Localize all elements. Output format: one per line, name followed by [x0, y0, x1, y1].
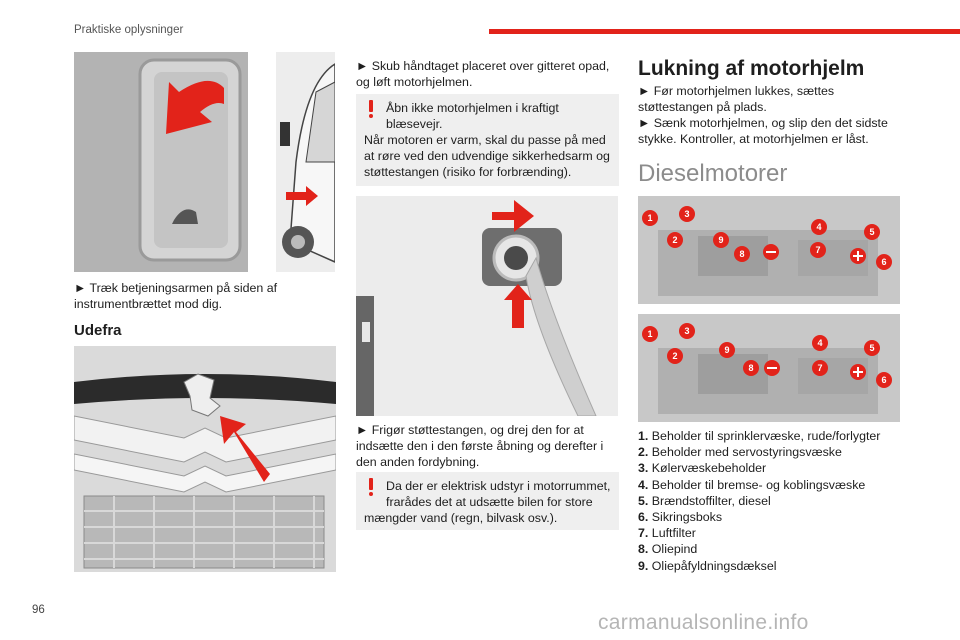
legend-item: 2. Beholder med servostyringsvæske [638, 445, 842, 460]
heading-outside: Udefra [74, 322, 122, 339]
van-side-photo [276, 52, 335, 272]
svg-text:8: 8 [748, 363, 753, 373]
svg-text:3: 3 [684, 326, 689, 336]
step-close-rod: ► Før motorhjelmen lukkes, sættes støtte… [638, 84, 835, 114]
callout-3: 3 [679, 206, 695, 222]
callout-2: 2 [667, 232, 683, 248]
step-pull-lever: ► Træk betjeningsarmen på siden af instr… [74, 281, 278, 311]
warning-wind: Åbn ikke motorhjelmen i kraftigt blæseve… [356, 94, 619, 186]
callout-9: 9 [719, 342, 735, 358]
callout-7: 7 [812, 360, 828, 376]
warning-wind-line1: Åbn ikke motorhjelmen i kraftigt [386, 101, 559, 115]
legend-item: 7. Luftfilter [638, 526, 696, 541]
svg-text:6: 6 [881, 257, 886, 267]
warning-wind-text: Når motoren er varm, skal du passe på me… [364, 133, 610, 179]
warning-wind-line2: blæsevejr. [386, 117, 443, 131]
svg-text:2: 2 [672, 235, 677, 245]
release-lever-photo [74, 52, 248, 272]
hood-release-icon [172, 209, 198, 224]
step-close-hood: ► Sænk motorhjelmen, og slip den det sid… [638, 116, 888, 146]
plus-terminal-icon [850, 248, 866, 264]
svg-text:1: 1 [647, 213, 652, 223]
callout-1: 1 [642, 210, 658, 226]
warning-water-line2: frarådes det at udsætte bilen for store [386, 495, 593, 509]
callout-6: 6 [876, 254, 892, 270]
engine-bay-photo-2: 1 2 3 9 8 4 7 5 6 [638, 314, 900, 422]
step-release-rod: ► Frigør støttestangen, og drej den for … [356, 423, 604, 469]
page-number: 96 [32, 604, 45, 616]
legend-item: 1. Beholder til sprinklervæske, rude/for… [638, 429, 881, 443]
svg-text:9: 9 [724, 345, 729, 355]
grille-latch-photo [74, 346, 336, 572]
callout-2: 2 [667, 348, 683, 364]
svg-text:6: 6 [881, 375, 886, 385]
warning-water-text: mængder vand (regn, bilvask osv.). [364, 511, 558, 525]
svg-text:5: 5 [869, 227, 874, 237]
svg-text:2: 2 [672, 351, 677, 361]
engine-bay-photo-1: 1 2 3 9 8 4 7 5 6 [638, 196, 900, 304]
warning-icon [369, 100, 373, 112]
support-rod-photo [356, 196, 618, 416]
heading-diesel: Dieselmotorer [638, 160, 788, 187]
step-push-handle: ► Skub håndtaget placeret over gitteret … [356, 59, 610, 89]
callout-5: 5 [864, 340, 880, 356]
legend-item: 3. Kølervæskebeholder [638, 461, 767, 476]
svg-text:1: 1 [647, 329, 652, 339]
watermark: carmanualsonline.info [598, 611, 809, 634]
legend-item: 6. Sikringsboks [638, 510, 723, 525]
minus-terminal-icon [764, 360, 780, 376]
callout-1: 1 [642, 326, 658, 342]
callout-9: 9 [713, 232, 729, 248]
callout-7: 7 [810, 242, 826, 258]
heading-close-hood: Lukning af motorhjelm [638, 57, 865, 80]
svg-text:7: 7 [815, 245, 820, 255]
minus-terminal-icon [763, 244, 779, 260]
callout-6: 6 [876, 372, 892, 388]
warning-icon [369, 478, 373, 490]
callout-8: 8 [743, 360, 759, 376]
legend-item: 8. Oliepind [638, 542, 698, 557]
legend-item: 9. Oliepåfyldningsdæksel [638, 558, 777, 573]
legend-item: 4. Beholder til bremse- og koblingsvæske [638, 477, 866, 492]
svg-text:3: 3 [684, 209, 689, 219]
plus-terminal-icon [850, 364, 866, 380]
header-accent-bar [489, 29, 960, 34]
svg-text:5: 5 [869, 343, 874, 353]
section-header: Praktiske oplysninger [74, 24, 184, 36]
svg-text:8: 8 [739, 249, 744, 259]
warning-water-line1: Da der er elektrisk udstyr i motorrummet… [386, 479, 611, 493]
callout-8: 8 [734, 246, 750, 262]
warning-water: Da der er elektrisk udstyr i motorrummet… [356, 472, 619, 530]
callout-4: 4 [812, 335, 828, 351]
callout-3: 3 [679, 323, 695, 339]
svg-text:9: 9 [718, 235, 723, 245]
svg-text:4: 4 [816, 222, 821, 232]
component-legend: 1. Beholder til sprinklervæske, rude/for… [638, 428, 900, 574]
legend-item: 5. Brændstoffilter, diesel [638, 493, 771, 508]
svg-text:7: 7 [817, 363, 822, 373]
svg-text:4: 4 [817, 338, 822, 348]
callout-4: 4 [811, 219, 827, 235]
callout-5: 5 [864, 224, 880, 240]
